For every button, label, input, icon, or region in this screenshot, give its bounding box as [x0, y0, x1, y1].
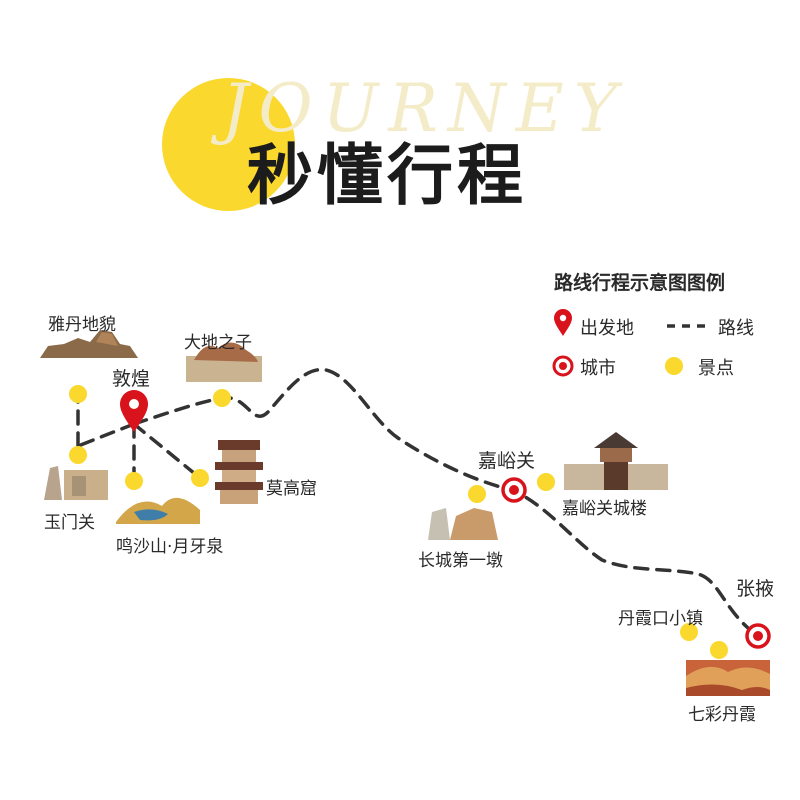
yumenguan-image	[44, 466, 108, 500]
spot-marker-mogao	[191, 469, 209, 487]
legend-spot-label: 景点	[698, 358, 734, 379]
spot-marker-mingsha	[125, 472, 143, 490]
legend-start-label: 出发地	[580, 318, 634, 339]
route-path-mogao	[132, 422, 202, 480]
mogao-pagoda-image	[215, 440, 263, 504]
legend-spot-icon	[665, 357, 683, 375]
legend-title: 路线行程示意图图例	[554, 272, 726, 294]
label-dunhuang: 敦煌	[112, 368, 151, 390]
label-jiayuguan-tower: 嘉峪关城楼	[562, 499, 647, 519]
legend-city-label: 城市	[580, 358, 616, 379]
label-dadi: 大地之子	[184, 333, 252, 353]
mingsha-image	[116, 497, 200, 524]
jiayuguan-tower-image	[564, 432, 668, 490]
legend-route-label: 路线	[718, 318, 754, 339]
page-title: 秒懂行程	[247, 137, 527, 214]
label-yadan: 雅丹地貌	[48, 315, 116, 335]
changcheng-image	[428, 508, 498, 540]
spot-marker-yumen	[69, 446, 87, 464]
legend-city-icon	[552, 355, 574, 377]
route-lines	[76, 367, 760, 638]
spot-marker-jiayuguan-tower	[537, 473, 555, 491]
label-jiayuguan: 嘉峪关	[478, 450, 536, 472]
journey-watermark: JOURNEY	[222, 70, 628, 147]
spot-marker-danxia-town	[680, 623, 698, 641]
spot-marker-yadan	[69, 385, 87, 403]
yadan-landform-image	[40, 330, 138, 358]
label-changcheng: 长城第一墩	[418, 551, 503, 571]
label-yumen: 玉门关	[44, 513, 95, 533]
spot-marker-qicai	[710, 641, 728, 659]
dadi-sculpture-image	[186, 342, 262, 382]
label-danxia-town: 丹霞口小镇	[618, 609, 703, 629]
route-path-main	[132, 367, 760, 638]
start-pin-icon	[120, 390, 148, 432]
city-marker-zhangye	[745, 623, 771, 649]
label-qicai: 七彩丹霞	[688, 705, 756, 725]
spot-marker-dadi	[213, 389, 231, 407]
label-zhangye: 张掖	[736, 578, 775, 600]
city-marker-jiayuguan	[501, 477, 527, 503]
sun-circle-decoration	[162, 78, 295, 211]
spot-marker-changcheng	[468, 485, 486, 503]
label-mogao: 莫高窟	[266, 479, 317, 499]
route-path-yumen	[76, 422, 136, 448]
legend-start-pin-icon	[554, 309, 572, 336]
label-mingsha: 鸣沙山·月牙泉	[116, 537, 224, 557]
qicai-danxia-image	[686, 660, 770, 696]
